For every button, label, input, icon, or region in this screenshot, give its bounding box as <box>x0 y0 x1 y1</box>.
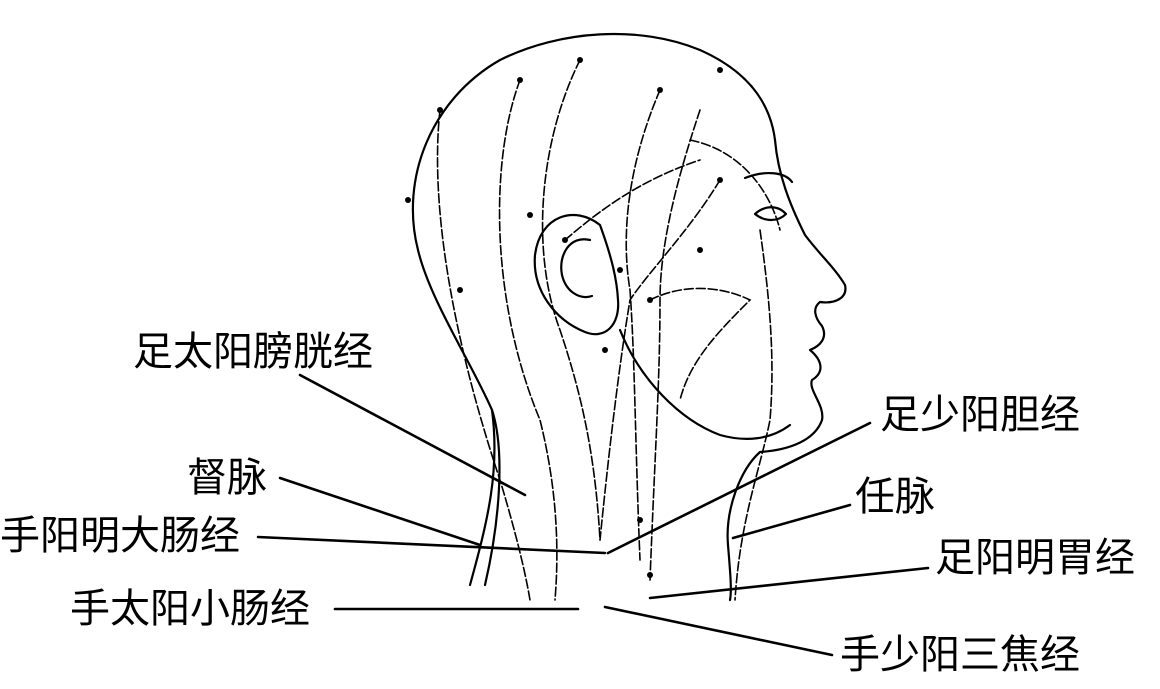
label-zu-shaoyang-dan: 足少阳胆经 <box>880 392 1080 438</box>
head-profile-outline <box>411 32 847 602</box>
leader-ren-mai <box>731 503 852 540</box>
meridian-lines <box>436 59 781 601</box>
eyebrow <box>743 172 794 184</box>
leader-shou-shaoyang <box>603 605 834 657</box>
jaw-line <box>618 328 792 440</box>
ear-outline <box>533 213 620 336</box>
label-zu-yangming-wei: 足阳明胃经 <box>935 535 1135 581</box>
leader-zu-taiyang <box>298 373 527 497</box>
label-ren-mai: 任脉 <box>855 474 935 520</box>
neck-back-outline <box>483 408 501 587</box>
label-du-mai: 督脉 <box>187 455 267 501</box>
leader-lines <box>256 373 930 657</box>
leader-zu-shaoyang <box>606 421 872 555</box>
eye <box>753 206 788 222</box>
leader-shou-yangming <box>256 535 607 555</box>
label-shou-yangming-dachang: 手阳明大肠经 <box>0 513 240 559</box>
ear-inner <box>560 238 594 299</box>
leader-du-mai <box>278 476 482 547</box>
label-shou-shaoyang-sanjiao: 手少阳三焦经 <box>840 632 1080 678</box>
acupoint-dots <box>405 57 723 578</box>
label-shou-taiyang-xiaochang: 手太阳小肠经 <box>70 586 310 632</box>
leader-zu-yangming <box>648 566 930 600</box>
label-zu-taiyang-pangguang: 足太阳膀胱经 <box>133 329 373 375</box>
